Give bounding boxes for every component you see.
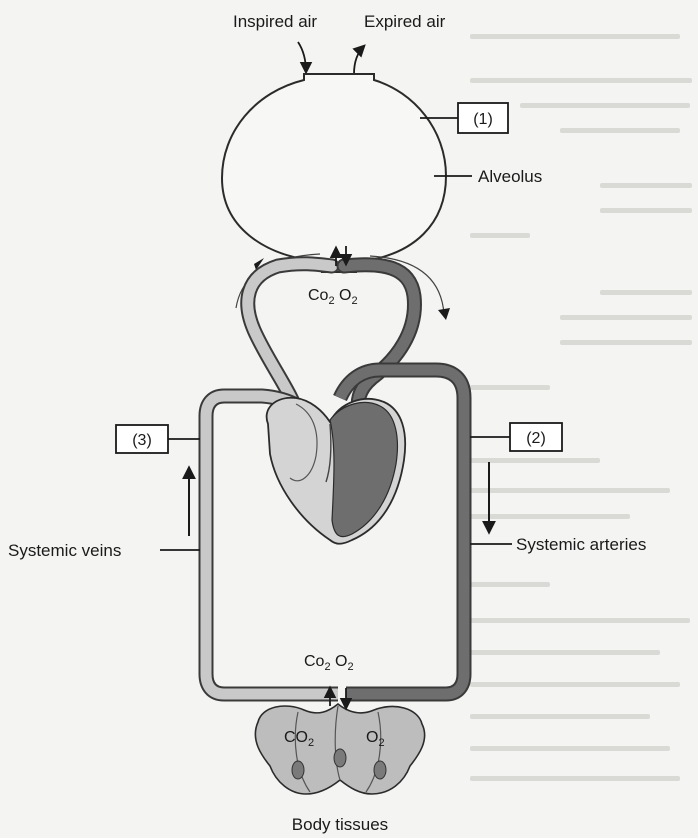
expired-air-label: Expired air xyxy=(364,12,446,31)
label-box-3-text: (3) xyxy=(132,432,152,449)
systemic-arteries-label: Systemic arteries xyxy=(516,535,646,554)
label-box-1-text: (1) xyxy=(473,111,493,128)
inspired-air-arrow xyxy=(298,42,306,72)
heart xyxy=(267,398,406,544)
alveolus-label: Alveolus xyxy=(478,167,542,186)
gas-exchange-top-label: Co2 O2 xyxy=(308,287,358,307)
pulmonary-flow-arrow-right xyxy=(438,308,450,320)
expired-air-arrow xyxy=(354,46,364,74)
label-box-2-text: (2) xyxy=(526,430,546,447)
inspired-air-label: Inspired air xyxy=(233,12,317,31)
body-tissues xyxy=(255,704,424,794)
body-tissues-label: Body tissues xyxy=(292,815,388,834)
gas-exchange-bottom-label: Co2 O2 xyxy=(304,653,354,673)
systemic-veins-label: Systemic veins xyxy=(8,541,121,560)
alveolus xyxy=(222,74,446,272)
